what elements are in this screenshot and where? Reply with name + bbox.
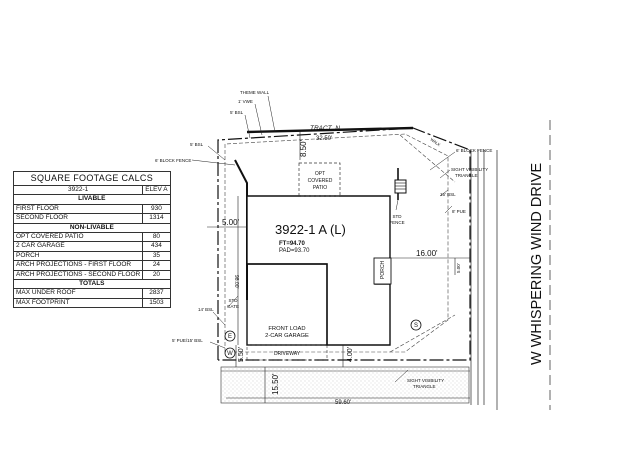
bottom-sidewalk — [220, 366, 470, 404]
table-row: PORCH 35 — [12, 250, 171, 262]
marker-s-circle — [410, 319, 422, 331]
dimension-labels: 32.50' 8.50' 5.00' 16.00' 5.00' 4.00' 5.… — [222, 136, 461, 406]
bsl-14-label: 14' BSL — [198, 307, 214, 312]
dim-top: 32.50' — [316, 136, 332, 142]
porch — [373, 257, 392, 285]
table-elev-label: ELEV A — [142, 184, 171, 196]
finish-floor: FT=94.70 — [279, 241, 306, 247]
std-fence-label-2: FENCE — [389, 220, 404, 225]
dim-500: 5.00' — [222, 218, 240, 227]
patio-label-2: COVERED — [308, 178, 333, 184]
dim-1550: 15.50' — [271, 373, 280, 395]
driveway — [246, 344, 328, 361]
street-edge-lines — [470, 120, 551, 410]
square-footage-table: SQUARE FOOTAGE CALCS 3922-1 ELEV A LIVAB… — [12, 171, 171, 309]
marker-s: S — [414, 323, 418, 329]
corner-walk-label: WALK — [429, 137, 441, 148]
plan-name: 3922-1 A (L) — [275, 222, 346, 237]
pue-8-label: 8' PUE — [452, 209, 466, 214]
table-row: ARCH PROJECTIONS - SECOND FLOOR 20 — [12, 269, 171, 280]
table-row: OPT COVERED PATIO 80 — [12, 231, 171, 243]
utility-box — [394, 179, 407, 194]
table-row: MAX UNDER ROOF 2837 — [12, 288, 171, 299]
patio-label-3: PATIO — [313, 185, 327, 191]
table-row: MAX FOOTPRINT 1503 — [12, 297, 171, 309]
std-gate-label-1: STD — [229, 298, 239, 303]
pue-bsl-label: 5' PUE/15' BSL — [172, 338, 203, 343]
table-row: 2 CAR GARAGE 434 — [12, 241, 171, 252]
street-name: W WHISPERING WIND DRIVE — [529, 162, 545, 365]
dim-right: 5.00' — [456, 263, 461, 273]
dim-left: 98.00' — [233, 275, 239, 289]
garage-label-2: 2-CAR GARAGE — [265, 333, 309, 339]
table-row: SECOND FLOOR 1314 — [12, 213, 171, 224]
std-gate-label-2: GATE — [227, 304, 239, 309]
house-footprint — [246, 195, 391, 346]
setback-lines — [224, 133, 456, 353]
dim-400: 4.00' — [347, 347, 354, 362]
porch-label: PORCH — [380, 261, 386, 279]
marker-w: W — [227, 351, 233, 357]
opt-covered-patio — [298, 162, 341, 197]
table-title: SQUARE FOOTAGE CALCS — [13, 171, 171, 186]
bsl-5-top-label: 5' BSL — [230, 110, 244, 115]
table-plan-label: 3922-1 — [12, 184, 144, 196]
pad-elevation: PAD=93.70 — [279, 248, 310, 254]
block-fence-left-label: 6' BLOCK FENCE — [155, 158, 191, 163]
table-row: ARCH PROJECTIONS - FIRST FLOOR 24 — [12, 260, 171, 271]
sight-visibility-top-2: TRIANGLE — [455, 173, 478, 178]
tract-label: TRACT_N — [310, 125, 340, 132]
totals-header: TOTALS — [13, 278, 171, 290]
lot-boundary — [217, 127, 471, 361]
vwe-label: 1' VWE — [238, 99, 253, 104]
table-row: FIRST FLOOR 930 — [12, 203, 171, 215]
marker-w-circle — [224, 347, 236, 359]
bsl-5-left-label: 5' BSL — [190, 142, 204, 147]
bsl-15-label: 15' BSL — [440, 192, 456, 197]
livable-header: LIVABLE — [13, 194, 171, 205]
marker-e: E — [228, 334, 232, 340]
sight-visibility-top-1: SIGHT VISIBILITY — [451, 167, 488, 172]
sight-visibility-bot-1: SIGHT VISIBILITY — [407, 378, 444, 383]
leader-lines — [191, 95, 456, 383]
dim-1600: 16.00' — [416, 249, 438, 258]
garage-label-1: FRONT LOAD — [268, 326, 305, 332]
dimension-lines — [207, 131, 470, 403]
sight-visibility-bot-2: TRIANGLE — [413, 384, 436, 389]
dim-bottom: 59.60' — [335, 400, 351, 406]
dim-550: 5.50' — [238, 347, 245, 362]
marker-e-circle — [224, 330, 236, 342]
plan-labels: 3922-1 A (L) FT=94.70 PAD=93.70 TRACT_N … — [155, 90, 492, 389]
patio-label-1: OPT — [315, 171, 325, 177]
driveway-label: DRIVEWAY — [274, 351, 301, 357]
theme-wall-label: THEME WALL — [240, 90, 270, 95]
std-fence-label-1: STD — [393, 214, 403, 219]
utility-markers — [224, 319, 422, 359]
block-fence-right-label: 6' BLOCK FENCE — [456, 148, 492, 153]
nonlivable-header: NON-LIVABLE — [13, 222, 171, 233]
dim-850: 8.50' — [299, 139, 308, 157]
